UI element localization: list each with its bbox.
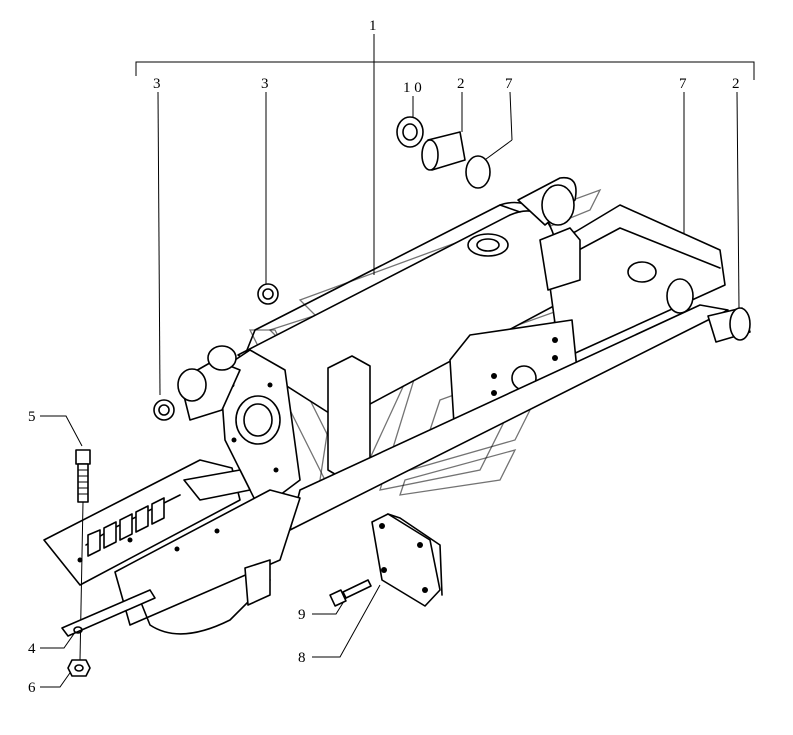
bushing-part-3-left bbox=[153, 399, 175, 421]
callout-10: 1 0 bbox=[403, 80, 422, 96]
bushing-part-2-right bbox=[707, 307, 751, 343]
callout-7-right: 7 bbox=[679, 76, 687, 92]
callout-2-right: 2 bbox=[732, 76, 740, 92]
callout-9: 9 bbox=[298, 607, 306, 623]
bushing-part-2-top bbox=[421, 131, 466, 171]
cover-part-8 bbox=[371, 513, 443, 607]
plate-part-4 bbox=[61, 589, 156, 637]
callout-3-top: 3 bbox=[261, 76, 269, 92]
main-beam bbox=[43, 176, 729, 635]
callout-2-top: 2 bbox=[457, 76, 465, 92]
callout-1: 1 bbox=[369, 18, 377, 34]
callout-3-left: 3 bbox=[153, 76, 161, 92]
o-ring-part-7-top bbox=[465, 155, 491, 189]
callout-5: 5 bbox=[28, 409, 36, 425]
bushing-part-3-top bbox=[257, 283, 279, 305]
screw-part-9 bbox=[329, 579, 372, 607]
callout-4: 4 bbox=[28, 641, 36, 657]
callout-7-top: 7 bbox=[505, 76, 513, 92]
assembly-bracket bbox=[135, 34, 755, 275]
o-ring-part-7-right bbox=[666, 278, 694, 314]
nut-part-6 bbox=[67, 659, 91, 677]
bolt-part-5 bbox=[75, 449, 91, 661]
leader-lines bbox=[40, 91, 740, 688]
callout-6: 6 bbox=[28, 680, 36, 696]
seal-part-10 bbox=[396, 116, 424, 148]
callout-labels: 1 3 3 1 0 2 7 7 2 5 4 6 9 8 bbox=[28, 18, 740, 696]
callout-8: 8 bbox=[298, 650, 306, 666]
